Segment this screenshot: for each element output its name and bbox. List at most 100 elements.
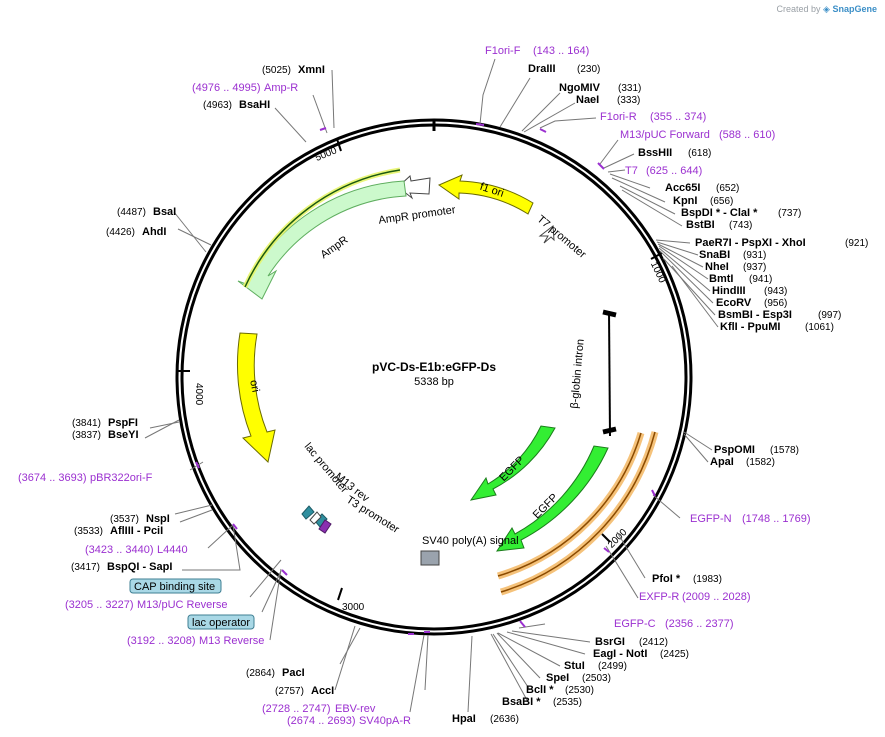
site-label[interactable]: XmnI <box>298 64 325 76</box>
ori-arrow[interactable] <box>236 332 276 463</box>
primer-name[interactable]: EBV-rev <box>335 703 376 715</box>
site-position: (5025) <box>262 65 291 76</box>
primer-name[interactable]: EXFP-R <box>639 591 679 603</box>
egfp-arrow-outer[interactable] <box>496 445 609 552</box>
site-position: (2503) <box>582 673 611 684</box>
site-label[interactable]: BsmBI - Esp3I <box>718 309 792 321</box>
primer-name[interactable]: M13/pUC Reverse <box>137 599 227 611</box>
site-label[interactable]: NspI <box>146 513 170 525</box>
primer-range: (2674 .. 2693) <box>287 715 356 727</box>
primer-name[interactable]: L4440 <box>157 544 188 556</box>
site-label[interactable]: BseYI <box>108 429 139 441</box>
m13-rev-mark[interactable] <box>318 519 332 534</box>
orf-inner-line <box>497 432 642 577</box>
t7-promoter-arrow[interactable] <box>538 225 555 244</box>
site-label[interactable]: KflI - PpuMI <box>720 321 781 333</box>
sv40-polya-box[interactable] <box>420 550 440 566</box>
site-label[interactable]: HindIII <box>712 285 746 297</box>
site-label[interactable]: DraIII <box>528 63 556 75</box>
leader-lines <box>144 58 719 713</box>
site-position: (656) <box>710 196 733 207</box>
site-position: (4426) <box>106 227 135 238</box>
site-label[interactable]: BsaHI <box>239 99 270 111</box>
ampr-arrow[interactable] <box>237 180 407 300</box>
site-label[interactable]: BspQI - SapI <box>107 561 172 573</box>
site-label[interactable]: BclI * <box>526 684 554 696</box>
t7-promoter-label: T7 promoter <box>535 213 589 261</box>
site-position: (997) <box>818 310 841 321</box>
site-label[interactable]: BsrGI <box>595 636 625 648</box>
primer-range: (4976 .. 4995) <box>192 82 261 94</box>
lac-operator-label: lac operator <box>192 617 250 629</box>
primer-range: (588 .. 610) <box>719 129 775 141</box>
site-position: (3417) <box>71 562 100 573</box>
site-label[interactable]: PspFI <box>108 417 138 429</box>
primer-name[interactable]: M13 Reverse <box>199 635 264 647</box>
site-label[interactable]: AccI <box>311 685 334 697</box>
site-label[interactable]: BssHII <box>638 147 672 159</box>
site-position: (3533) <box>74 526 103 537</box>
site-label[interactable]: KpnI <box>673 195 697 207</box>
site-label[interactable]: BspDI * - ClaI * <box>681 207 758 219</box>
site-label[interactable]: PaeR7I - PspXI - XhoI <box>695 237 806 249</box>
primer-name[interactable]: M13/pUC Forward <box>620 129 710 141</box>
lac-promoter-arrow[interactable] <box>309 511 322 525</box>
lac-operator-box[interactable] <box>187 614 255 630</box>
site-position: (956) <box>764 298 787 309</box>
site-label[interactable]: HpaI <box>452 713 476 725</box>
site-position: (3537) <box>110 514 139 525</box>
site-position: (1061) <box>805 322 834 333</box>
primer-name[interactable]: F1ori-R <box>600 111 637 123</box>
site-label[interactable]: NheI <box>705 261 729 273</box>
primer-name[interactable]: T7 <box>625 165 638 177</box>
site-label[interactable]: BsaI <box>153 206 176 218</box>
site-label[interactable]: EagI - NotI <box>593 648 647 660</box>
primer-name[interactable]: F1ori-F <box>485 45 521 57</box>
site-position: (943) <box>764 286 787 297</box>
site-position: (2530) <box>565 685 594 696</box>
site-label[interactable]: SnaBI <box>699 249 730 261</box>
primer-name[interactable]: SV40pA-R <box>359 715 411 727</box>
site-label[interactable]: SpeI <box>546 672 569 684</box>
primer-range: (2356 .. 2377) <box>665 618 734 630</box>
site-position: (3837) <box>72 430 101 441</box>
primer-range: (1748 .. 1769) <box>742 513 811 525</box>
site-label[interactable]: ApaI <box>710 456 734 468</box>
site-position: (737) <box>778 208 801 219</box>
site-label[interactable]: NaeI <box>576 94 599 106</box>
ori-label: ori <box>247 379 261 393</box>
site-label[interactable]: AflIII - PciI <box>110 525 163 537</box>
site-label[interactable]: Acc65I <box>665 182 700 194</box>
primer-marks <box>195 123 656 635</box>
primer-name[interactable]: pBR322ori-F <box>90 472 153 484</box>
site-label[interactable]: NgoMIV <box>559 82 601 94</box>
f1-ori-arrow[interactable] <box>437 174 534 215</box>
site-label[interactable]: StuI <box>564 660 585 672</box>
egfp-arrow-inner[interactable] <box>469 425 556 501</box>
primer-name[interactable]: EGFP-C <box>614 618 656 630</box>
site-label[interactable]: BmtI <box>709 273 733 285</box>
site-label[interactable]: PacI <box>282 667 305 679</box>
primer-name[interactable]: Amp-R <box>264 82 298 94</box>
site-label[interactable]: BstBI <box>686 219 715 231</box>
orf-outer-line <box>500 431 656 593</box>
site-label[interactable]: PspOMI <box>714 444 755 456</box>
site-label[interactable]: BsaBI * <box>502 696 541 708</box>
cap-binding-site-box[interactable] <box>129 578 222 594</box>
site-position: (4963) <box>203 100 232 111</box>
site-position: (4487) <box>117 207 146 218</box>
site-position: (2636) <box>490 714 519 725</box>
site-label[interactable]: PfoI * <box>652 573 681 585</box>
site-position: (3841) <box>72 418 101 429</box>
site-position: (2412) <box>639 637 668 648</box>
primer-name[interactable]: EGFP-N <box>690 513 732 525</box>
cap-binding-site-mark[interactable] <box>301 505 315 520</box>
sv40-polya-label: SV40 poly(A) signal <box>422 535 519 547</box>
ampr-promoter-label: AmpR promoter <box>378 204 457 227</box>
t3-promoter-label: T3 promoter <box>344 494 401 536</box>
site-label[interactable]: EcoRV <box>716 297 752 309</box>
primer-range: (3674 .. 3693) <box>18 472 87 484</box>
site-label[interactable]: AhdI <box>142 226 166 238</box>
primer-range: (2728 .. 2747) <box>262 703 331 715</box>
boxed-labels: CAP binding site lac operator <box>129 578 255 630</box>
